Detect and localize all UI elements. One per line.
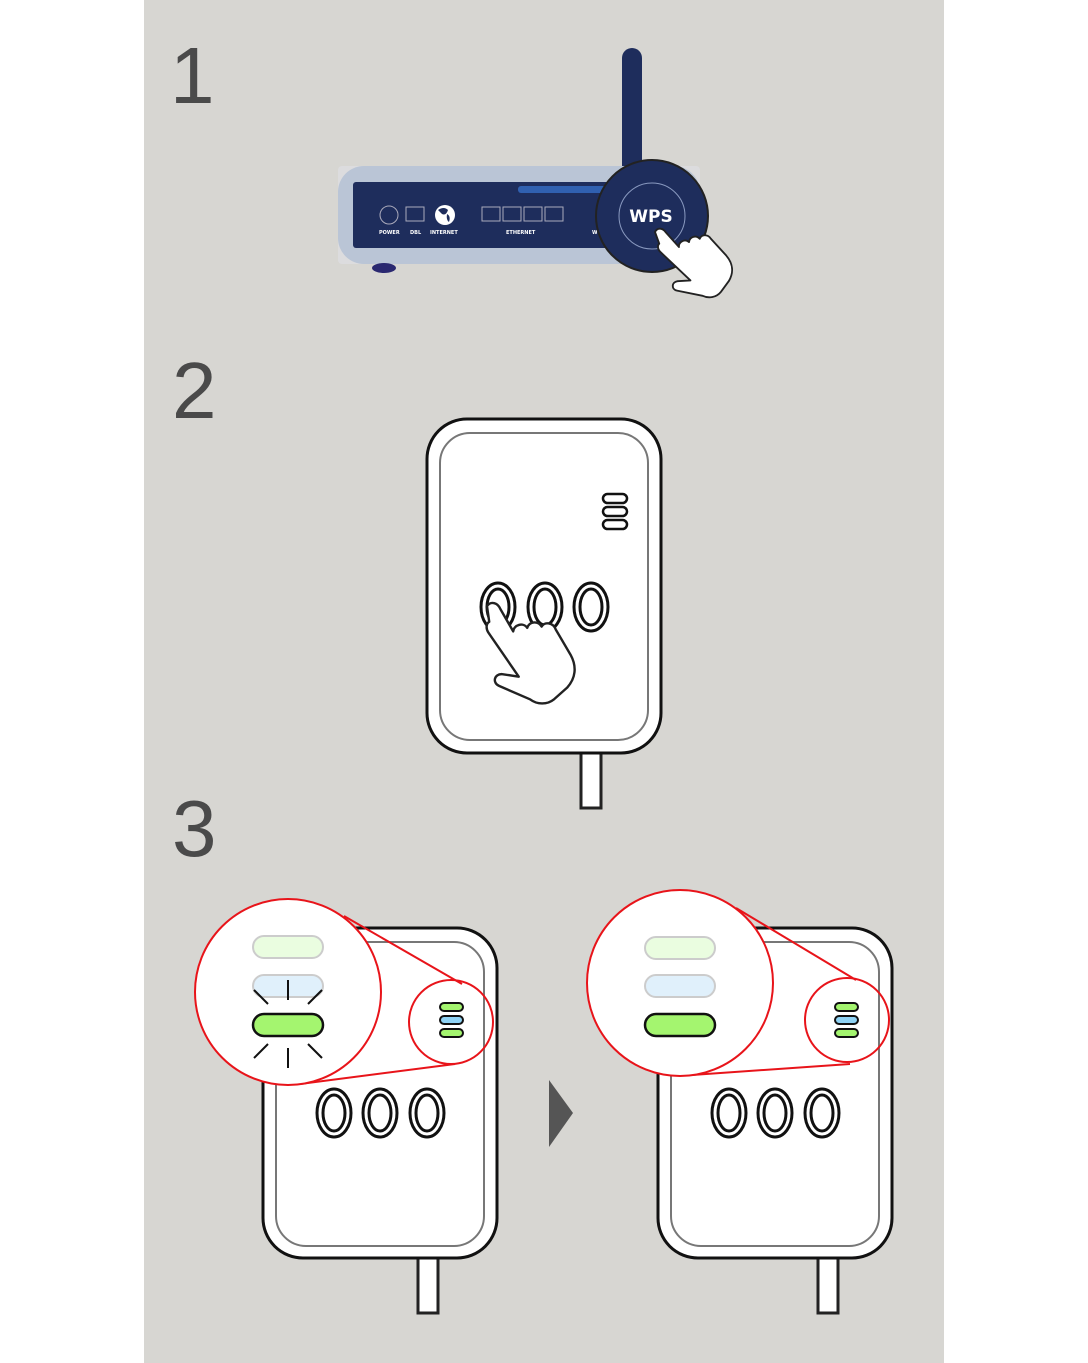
globe-icon <box>435 205 455 225</box>
wps-label: WPS <box>629 207 672 227</box>
powerline-adapter-step3-connected <box>586 889 894 1315</box>
step-number-3: 3 <box>172 784 217 873</box>
blink-rays <box>253 980 323 1068</box>
powerline-adapter-step3-blinking <box>194 898 499 1315</box>
callout-small <box>804 977 890 1063</box>
step-number-1: 1 <box>170 31 215 120</box>
label-internet: INTERNET <box>430 230 458 236</box>
label-power: POWER <box>379 230 400 236</box>
step-number-2: 2 <box>172 346 217 435</box>
ethernet-ports-icon <box>481 206 564 222</box>
label-wifi: W <box>592 230 598 236</box>
powerline-adapter-step2 <box>425 417 663 810</box>
power-icon <box>379 205 399 225</box>
router-illustration: POWER DBL INTERNET ETHERNET W WPS <box>338 48 741 310</box>
next-arrow-icon <box>549 1080 573 1147</box>
router-antenna <box>622 48 642 178</box>
pair-buttons <box>479 581 610 633</box>
label-dbl: DBL <box>410 230 422 236</box>
led-indicators <box>601 492 629 531</box>
dbl-port-icon <box>405 206 425 222</box>
label-ethernet: ETHERNET <box>506 230 536 236</box>
callout-small <box>408 979 494 1065</box>
blinking-led <box>251 1012 325 1038</box>
solid-led <box>643 1012 717 1038</box>
